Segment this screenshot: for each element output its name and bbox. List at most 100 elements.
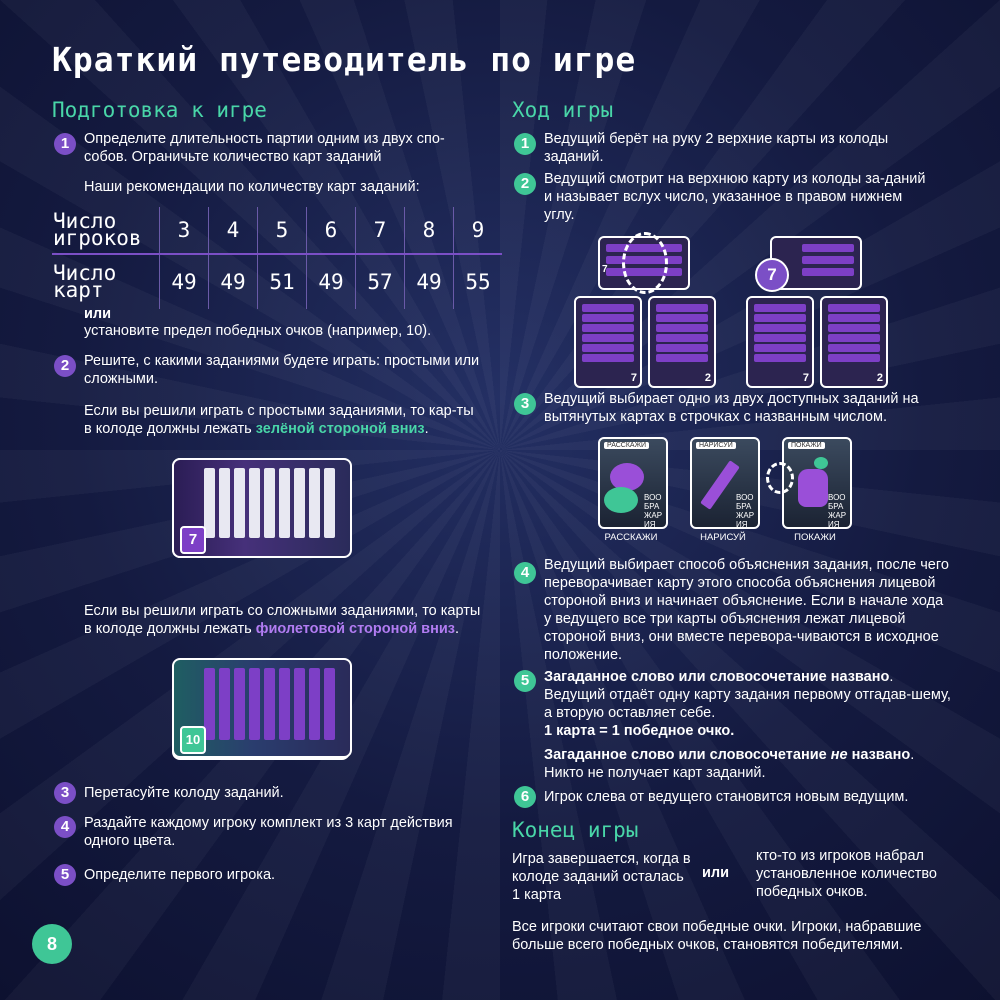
task-card-number: 2 <box>704 372 711 384</box>
card-row <box>754 304 806 312</box>
deck-strip <box>264 668 275 740</box>
setup-step-4-text: Раздайте каждому игроку комплект из 3 ка… <box>84 815 453 849</box>
pencil-icon <box>700 460 740 510</box>
deck-strip <box>309 668 320 740</box>
card-row <box>582 354 634 362</box>
card-row <box>582 324 634 332</box>
not-guessed-bold-b: названо <box>847 747 911 763</box>
guessed-line: Загаданное слово или словосочетание назв… <box>544 668 954 686</box>
card-row <box>754 324 806 332</box>
cards-label: Число карт <box>53 261 117 302</box>
speech-bubble-icon <box>610 463 644 491</box>
turn-step-1-badge: 1 <box>514 133 536 155</box>
table-row-cards: Число карт 49 49 51 49 57 49 55 <box>52 254 502 309</box>
setup-step-5-badge: 5 <box>54 864 76 886</box>
card-row <box>656 334 708 342</box>
card-row <box>656 344 708 352</box>
draw-arrow-icon <box>622 232 668 294</box>
turn-step-2-badge: 2 <box>514 173 536 195</box>
turn-step-3-text: Ведущий выбирает одно из двух доступных … <box>544 391 919 425</box>
card-row <box>754 314 806 322</box>
task-card-number: 7 <box>630 372 637 384</box>
hard-tasks-paragraph: Если вы решили играть со сложными задани… <box>84 602 489 638</box>
called-number-badge: 7 <box>755 258 789 292</box>
turn-step-4-text: Ведущий выбирает способ объяснения задан… <box>544 557 949 663</box>
deck-strip <box>219 468 230 538</box>
green-side-highlight: зелёной стороной вниз <box>255 421 425 437</box>
explain-caption: ПОКАЖИ <box>794 532 836 543</box>
end-condition-left: Игра завершается, когда в колоде заданий… <box>512 851 691 903</box>
setup-heading: Подготовка к игре <box>52 98 267 122</box>
recommend-text: Наши рекомендации по количеству карт зад… <box>84 179 420 195</box>
simple-text-end: . <box>424 421 429 437</box>
players-cell: 5 <box>257 207 307 255</box>
explain-card-draw: НАРИСУЙ ВОО БРА ЖАР ИЯ <box>690 437 760 529</box>
card-row <box>754 334 806 342</box>
players-cell: 6 <box>306 207 356 255</box>
not-guessed-dot: . <box>910 747 915 763</box>
flip-arrow-icon <box>766 462 794 494</box>
setup-step-1-badge: 1 <box>54 133 76 155</box>
recommendation-table: Число игроков 3 4 5 6 7 8 9 Число карт 4… <box>52 207 502 309</box>
not-guessed-line: Загаданное слово или словосочетание не н… <box>544 746 954 764</box>
cards-cell: 57 <box>355 254 405 309</box>
guessed-text: Ведущий отдаёт одну карту задания первом… <box>544 687 951 721</box>
violet-side-highlight: фиолетовой стороной вниз <box>255 621 455 637</box>
deck-strip <box>309 468 320 538</box>
turn-step-6-badge: 6 <box>514 786 536 808</box>
turn-step-6-text: Игрок слева от ведущего становится новым… <box>544 789 909 805</box>
guessed-bold: Загаданное слово или словосочетание назв… <box>544 669 890 685</box>
simple-tasks-paragraph: Если вы решили играть с простыми задания… <box>84 402 484 438</box>
explain-caption: РАССКАЖИ <box>604 532 658 543</box>
explain-card-tell: РАССКАЖИ ВОО БРА ЖАР ИЯ <box>598 437 668 529</box>
turn-step-5-badge: 5 <box>514 670 536 692</box>
card-row <box>802 256 854 264</box>
deck-card-number: 7 <box>602 264 608 275</box>
table-row-players: Число игроков 3 4 5 6 7 8 9 <box>52 207 502 255</box>
card-row <box>582 344 634 352</box>
end-or-label: или <box>702 865 730 881</box>
deck-simple: 7 <box>172 458 352 558</box>
cards-cell: 51 <box>257 254 307 309</box>
turn-step-3-badge: 3 <box>514 393 536 415</box>
card-row <box>828 324 880 332</box>
turn-step-4-badge: 4 <box>514 562 536 584</box>
turn-step-2-text: Ведущий смотрит на верхнюю карту из коло… <box>544 171 926 223</box>
card-row <box>656 324 708 332</box>
players-cell: 9 <box>453 207 502 255</box>
task-card-a: 7 <box>574 296 642 388</box>
setup-step-4-badge: 4 <box>54 816 76 838</box>
cards-cell: 49 <box>404 254 454 309</box>
end-condition-right: кто-то из игроков набрал установленное к… <box>756 848 937 900</box>
deck-strip <box>219 668 230 740</box>
explain-caption: НАРИСУЙ <box>700 532 746 543</box>
explain-side-text: ВОО БРА ЖАР ИЯ <box>828 493 847 529</box>
explain-card-show: ПОКАЖИ ВОО БРА ЖАР ИЯ <box>782 437 852 529</box>
deck-strip <box>294 468 305 538</box>
setup-step-3-text: Перетасуйте колоду заданий. <box>84 785 284 801</box>
deck-strip <box>264 468 275 538</box>
card-row <box>656 314 708 322</box>
guessed-dot: . <box>889 669 894 685</box>
deck-strip <box>234 668 245 740</box>
turn-step-1-text: Ведущий берёт на руку 2 верхние карты из… <box>544 131 889 165</box>
card-row <box>656 304 708 312</box>
page-number: 8 <box>32 924 72 964</box>
turn-heading: Ход игры <box>512 98 614 122</box>
page-title: Краткий путеводитель по игре <box>52 40 637 79</box>
explain-side-text: ВОО БРА ЖАР ИЯ <box>736 493 755 529</box>
players-cell: 4 <box>208 207 258 255</box>
end-heading: Конец игры <box>512 818 639 842</box>
deck-strip <box>204 668 215 740</box>
players-cell: 7 <box>355 207 405 255</box>
deck-strip <box>324 668 335 740</box>
limit-text: установите предел победных очков (наприм… <box>84 323 432 339</box>
hand-icon <box>798 469 828 507</box>
not-guessed-text: Никто не получает карт заданий. <box>544 765 766 781</box>
card-row <box>656 354 708 362</box>
card-row <box>828 304 880 312</box>
deck-strip <box>279 668 290 740</box>
end-final-text: Все игроки считают свои победные очки. И… <box>512 919 922 953</box>
setup-step-1-text: Определите длительность партии одним из … <box>84 131 445 165</box>
card-row <box>582 314 634 322</box>
